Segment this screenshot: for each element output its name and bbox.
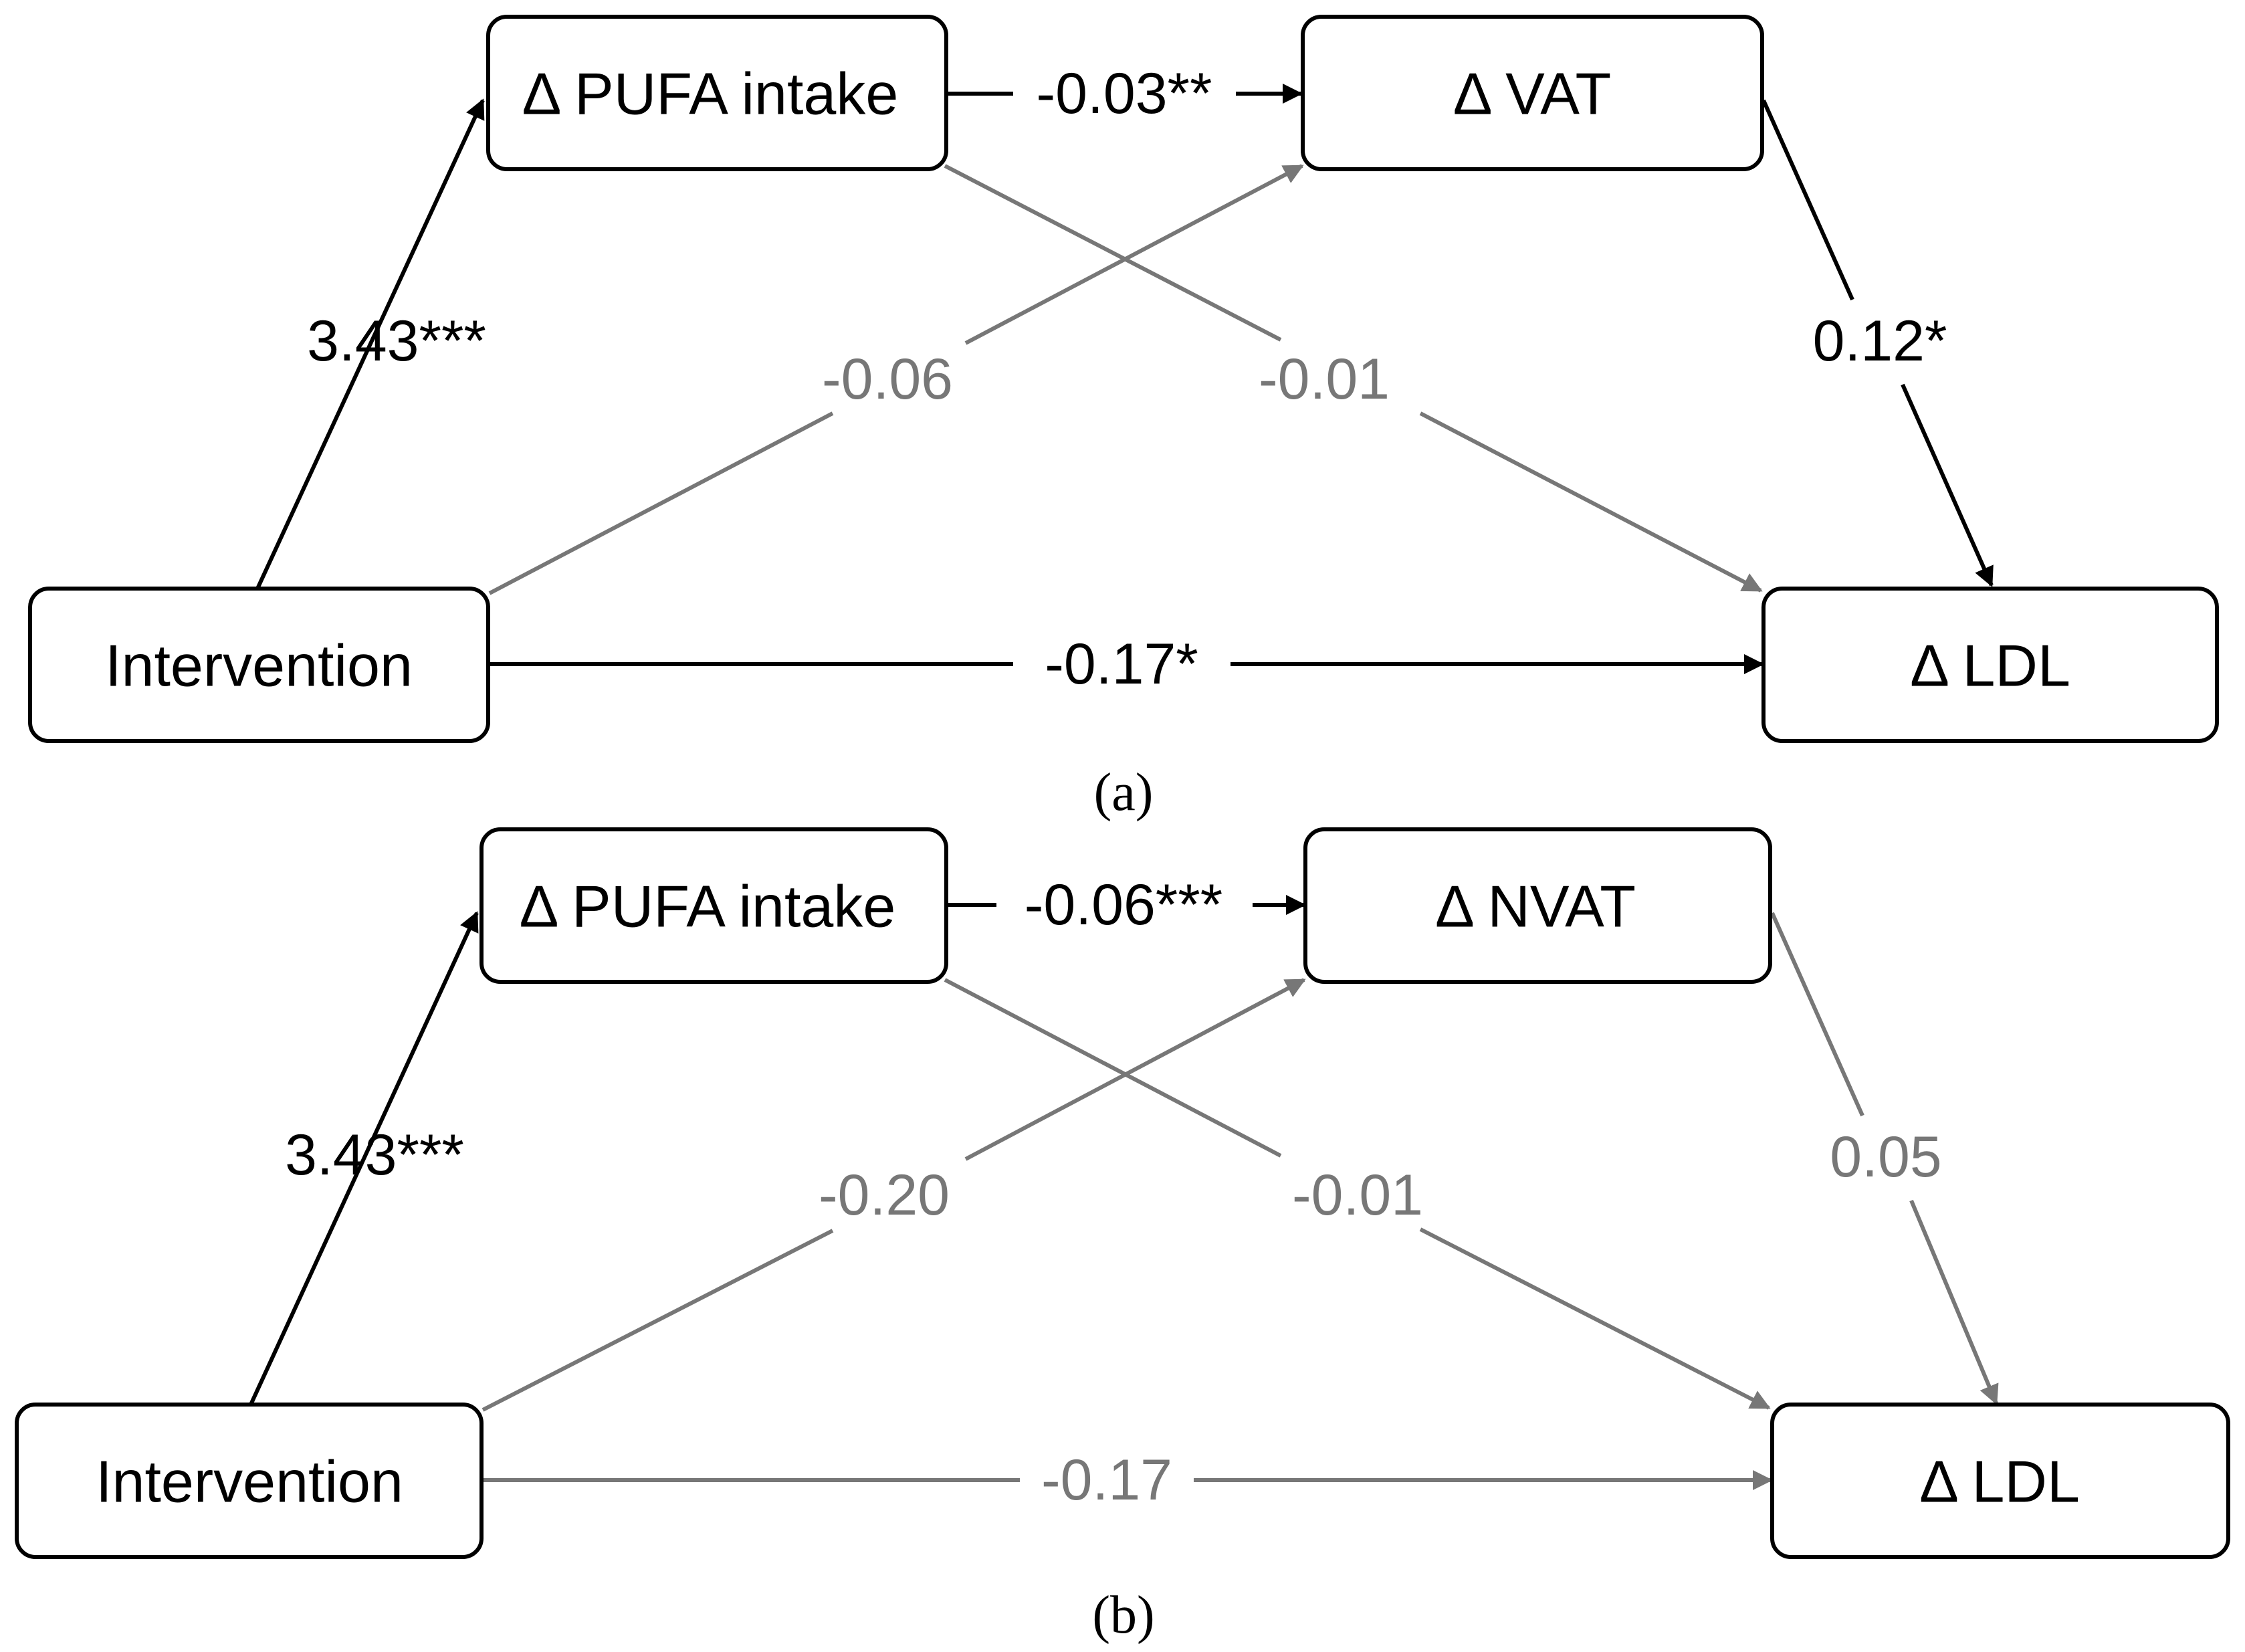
edge-a-intervention-to-mediator xyxy=(964,164,1304,345)
edge-b-mediator-to-outcome-label: 0.05 xyxy=(1830,1125,1941,1189)
node-b-outcome: Δ LDL xyxy=(1770,1403,2230,1559)
edge-a-intervention-to-mediator-label: -0.06 xyxy=(822,347,953,411)
edge-b-intervention-to-pufa-label: 3.43*** xyxy=(285,1123,464,1187)
edge-b-pufa-to-outcome-label: -0.01 xyxy=(1292,1163,1423,1227)
node-b-outcome-label: Δ LDL xyxy=(1919,1449,2080,1515)
edge-b-intervention-to-outcome-label: -0.17 xyxy=(1041,1448,1172,1512)
edge-b-pufa-to-mediator-label: -0.06*** xyxy=(1025,873,1222,937)
node-a-outcome-label: Δ LDL xyxy=(1910,633,2070,699)
node-b-intervention-label: Intervention xyxy=(96,1449,403,1515)
edge-a-pufa-to-mediator-label: -0.03** xyxy=(1037,62,1212,126)
panel-b: Δ PUFA intake Δ NVAT Intervention Δ LDL … xyxy=(15,827,2230,1645)
edge-a-mediator-to-outcome-seg1 xyxy=(1761,99,1854,301)
edge-b-intervention-to-mediator-label: -0.20 xyxy=(819,1163,950,1227)
node-b-intervention: Intervention xyxy=(15,1403,484,1559)
edge-a-intervention-to-pufa-label: 3.43*** xyxy=(307,309,486,373)
edge-b-mediator-to-outcome-seg1 xyxy=(1770,912,1864,1117)
node-a-intervention: Intervention xyxy=(28,587,490,743)
panel-b-caption: (b) xyxy=(1092,1586,1154,1645)
edge-b-intervention-to-pufa xyxy=(249,911,479,1406)
edge-b-pufa-to-outcome xyxy=(1419,1227,1771,1410)
edge-a-mediator-to-outcome-label: 0.12* xyxy=(1813,309,1947,373)
edge-a-intervention-to-mediator-seg1 xyxy=(488,411,834,595)
edge-a-pufa-to-outcome xyxy=(1419,411,1763,593)
node-a-intervention-label: Intervention xyxy=(105,633,413,699)
node-a-mediator: Δ VAT xyxy=(1301,15,1764,171)
node-b-mediator-label: Δ NVAT xyxy=(1435,873,1636,940)
edge-a-pufa-to-outcome-seg1 xyxy=(944,164,1282,342)
edge-b-intervention-to-mediator xyxy=(964,978,1306,1161)
edge-b-mediator-to-outcome xyxy=(1909,1199,1999,1405)
node-b-pufa: Δ PUFA intake xyxy=(479,827,948,984)
edge-a-intervention-to-outcome-label: -0.17* xyxy=(1045,632,1198,696)
node-a-pufa: Δ PUFA intake xyxy=(486,15,948,171)
edge-a-pufa-to-outcome-label: -0.01 xyxy=(1259,347,1390,411)
node-b-mediator: Δ NVAT xyxy=(1303,827,1772,984)
edge-b-pufa-to-outcome-seg1 xyxy=(944,978,1282,1158)
panel-a: Δ PUFA intake Δ VAT Intervention Δ LDL 3… xyxy=(28,15,2219,822)
panel-a-caption: (a) xyxy=(1094,763,1154,822)
edge-a-mediator-to-outcome xyxy=(1901,383,1994,587)
node-b-pufa-label: Δ PUFA intake xyxy=(520,873,896,940)
node-a-mediator-label: Δ VAT xyxy=(1453,61,1611,127)
edge-a-intervention-to-pufa xyxy=(255,98,485,590)
edge-b-intervention-to-mediator-seg1 xyxy=(482,1229,834,1412)
node-a-pufa-label: Δ PUFA intake xyxy=(522,61,899,127)
node-a-outcome: Δ LDL xyxy=(1761,587,2219,743)
